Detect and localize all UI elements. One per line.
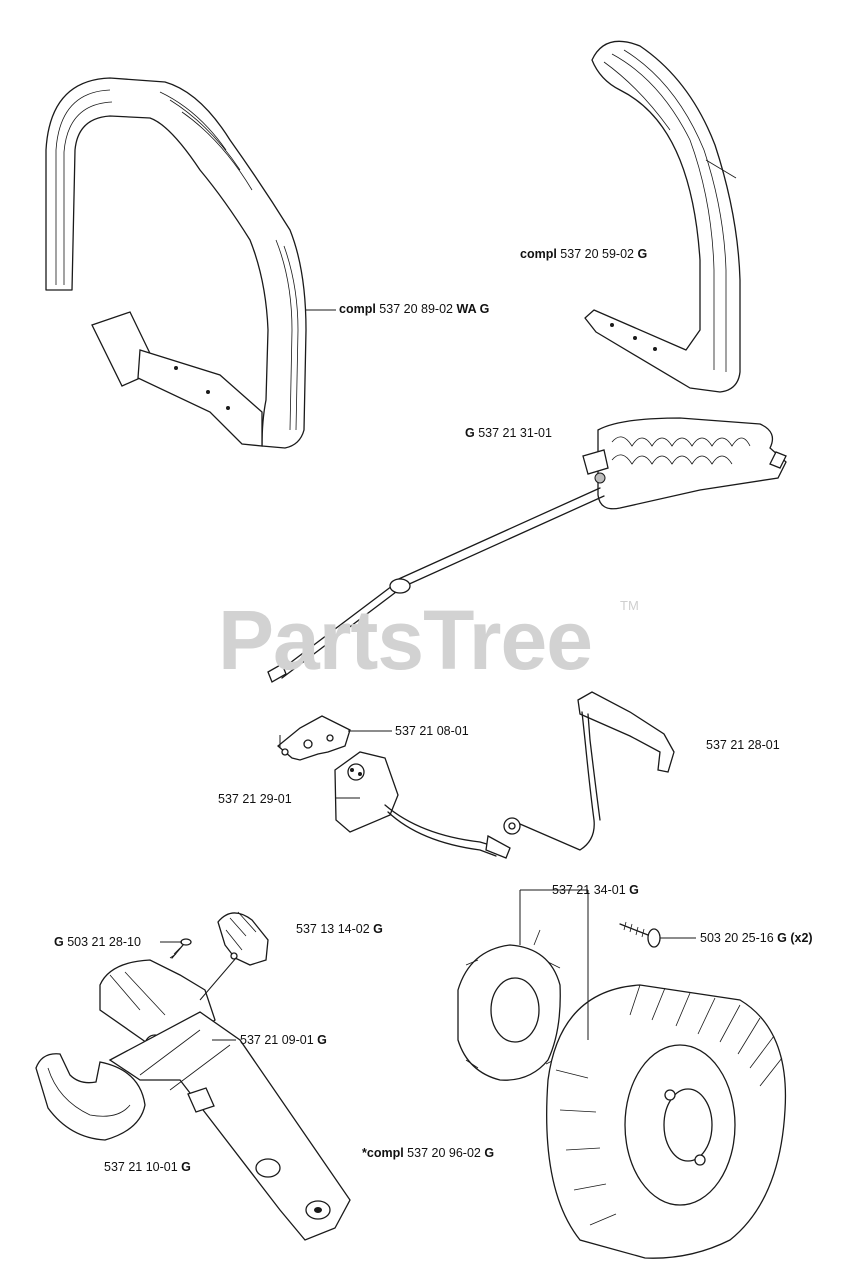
throttle-trigger-part[interactable] (267, 417, 787, 683)
label-rear-handle: compl 537 20 59-02 G (520, 247, 648, 261)
ignition-module-part[interactable] (334, 751, 511, 859)
label-flywheel-screw: 503 20 25-16 G (x2) (700, 931, 813, 945)
small-screw-part[interactable] (169, 938, 192, 959)
label-throttle-trigger: G 537 21 31-01 (465, 426, 552, 440)
label-handguard: 537 21 10-01 G (104, 1160, 191, 1174)
bracket-part[interactable] (276, 715, 351, 761)
rear-handle-part[interactable] (584, 40, 741, 393)
brake-lever-part[interactable] (108, 1011, 351, 1241)
watermark-trademark: TM (620, 598, 639, 613)
label-flywheel: *compl 537 20 96-02 G (362, 1146, 495, 1160)
label-ignition-cable: 537 21 28-01 (706, 738, 780, 752)
cam-part[interactable] (217, 911, 269, 966)
starter-pawl-housing-part[interactable] (457, 929, 561, 1081)
label-front-handle: compl 537 20 89-02 WA G (339, 302, 490, 316)
leader-lines (160, 309, 696, 1041)
label-bracket: 537 21 08-01 (395, 724, 469, 738)
label-guard-plate: 537 21 09-01 G (240, 1033, 327, 1047)
front-handle-part[interactable] (45, 77, 307, 449)
label-starter-pawl-housing: 537 21 34-01 G (552, 883, 639, 897)
label-small-screw: G 503 21 28-10 (54, 935, 141, 949)
label-ignition-module: 537 21 29-01 (218, 792, 292, 806)
ignition-cable-part[interactable] (503, 691, 675, 851)
flywheel-screw-part[interactable] (619, 921, 661, 948)
label-cam: 537 13 14-02 G (296, 922, 383, 936)
flywheel-part[interactable] (546, 984, 787, 1259)
handguard-part[interactable] (35, 1053, 146, 1141)
watermark: PartsTree (218, 593, 593, 687)
